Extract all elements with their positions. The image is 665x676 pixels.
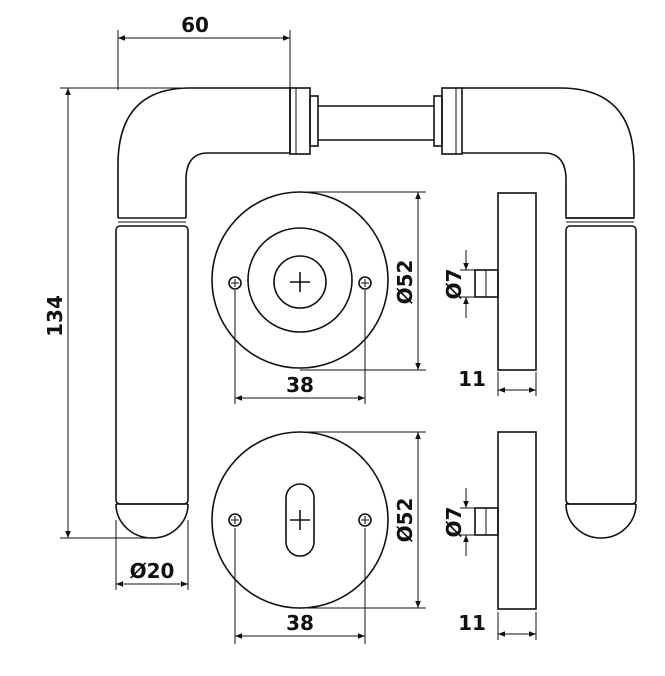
rosette-top-spacing-label: 38 <box>286 373 314 397</box>
left-handle <box>115 87 434 539</box>
rosette-bottom-spacing-label: 38 <box>286 611 314 635</box>
rosette-top-thickness-label: 11 <box>458 367 486 391</box>
width-label: 60 <box>181 13 209 37</box>
rosette-bottom-side <box>474 431 537 610</box>
screw-hole-right <box>358 513 372 527</box>
rosette-bottom-front <box>211 431 389 609</box>
screw-hole-left <box>228 276 242 290</box>
dimension-rosette-bottom-spacing: 38 <box>234 528 366 644</box>
dimension-handle-diameter: Ø20 <box>115 520 189 590</box>
dimension-rosette-top-thickness: 11 <box>458 367 537 396</box>
dimension-rosette-top-spindle: Ø7 <box>442 250 476 318</box>
rosette-bottom-diameter-label: Ø52 <box>393 498 417 543</box>
rosette-top-diameter-label: Ø52 <box>393 260 417 305</box>
dimension-width: 60 <box>117 13 291 90</box>
rosette-top-side <box>474 192 537 371</box>
rosette-bottom-spindle-label: Ø7 <box>442 507 466 538</box>
handle-diameter-label: Ø20 <box>130 559 175 583</box>
dimension-rosette-top-diameter: Ø52 <box>300 191 426 371</box>
rosette-top-spindle-label: Ø7 <box>442 269 466 300</box>
dimension-rosette-bottom-spindle: Ø7 <box>442 488 476 556</box>
right-handle <box>433 87 637 539</box>
dimension-rosette-bottom-thickness: 11 <box>458 611 537 640</box>
dimension-height: 134 <box>43 87 200 539</box>
rosette-top-front <box>211 191 389 369</box>
dimension-rosette-top-spacing: 38 <box>234 290 366 404</box>
rosette-bottom-thickness-label: 11 <box>458 611 486 635</box>
height-label: 134 <box>43 295 67 337</box>
dimension-rosette-bottom-diameter: Ø52 <box>300 431 426 609</box>
screw-hole-right <box>358 276 372 290</box>
screw-hole-left <box>228 513 242 527</box>
